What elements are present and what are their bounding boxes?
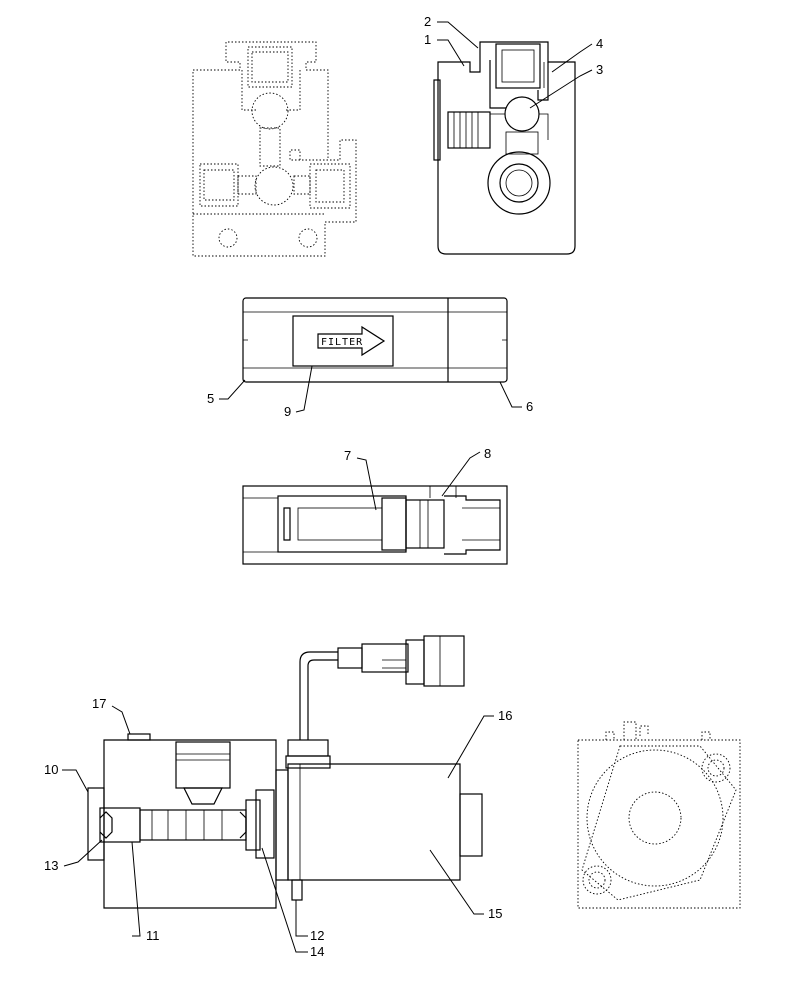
- callout-6: 6: [526, 399, 533, 414]
- check-valve-block: [433, 41, 576, 255]
- phantom-valve-block: [192, 41, 357, 257]
- callout-2: 2: [424, 14, 431, 29]
- phantom-end-view: [577, 721, 741, 909]
- callout-15: 15: [488, 906, 502, 921]
- callout-4: 4: [596, 36, 603, 51]
- callout-10: 10: [44, 762, 58, 777]
- callout-13: 13: [44, 858, 58, 873]
- callout-16: 16: [498, 708, 512, 723]
- leader-lines: [62, 21, 593, 953]
- filter-label: FILTER: [321, 337, 363, 348]
- callout-7: 7: [344, 448, 351, 463]
- callout-11: 11: [146, 928, 160, 943]
- callout-14: 14: [310, 944, 324, 959]
- callout-8: 8: [484, 446, 491, 461]
- callout-3: 3: [596, 62, 603, 77]
- filter-cross-section: [242, 485, 508, 565]
- callout-9: 9: [284, 404, 291, 419]
- callout-12: 12: [310, 928, 324, 943]
- callout-5: 5: [207, 391, 214, 406]
- solenoid-valve-assembly: [87, 635, 483, 909]
- filter-housing: FILTER: [242, 297, 508, 383]
- callout-labels: 1 2 3 4 5 6 7 8 9 10 11 12 13 14 15 16 1…: [44, 14, 603, 959]
- callout-1: 1: [424, 32, 431, 47]
- callout-17: 17: [92, 696, 106, 711]
